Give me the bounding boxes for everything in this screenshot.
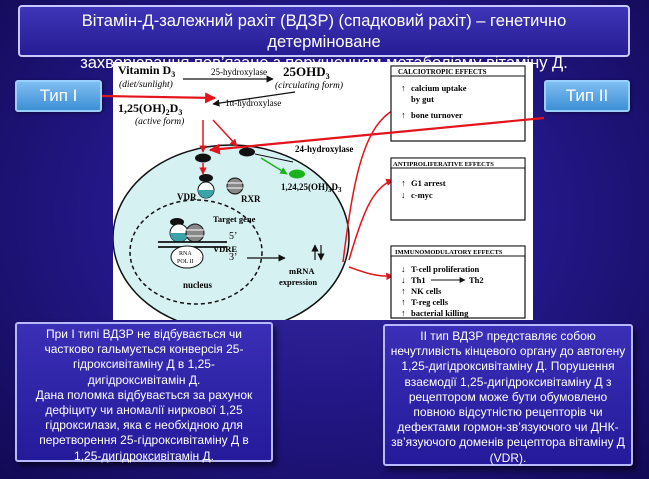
target-gene-label: Target gene: [213, 214, 256, 224]
alpha-hydroxylase-label: 1α-hydroxylase: [225, 98, 281, 108]
note-left-line-2: частково гальмується конверсія 25-: [44, 342, 244, 357]
vitd-source: (diet/sunlight): [119, 79, 173, 90]
type-1-explanation: При I типі ВДЗР не відбувається чи частк…: [15, 322, 273, 463]
ligand-oval-2: [239, 147, 255, 157]
metabolite-sub1: 3: [328, 186, 332, 194]
immuno-item-6: bacterial killing: [411, 308, 469, 318]
svg-text:Vitamin D3: Vitamin D3: [118, 63, 175, 79]
svg-text:1,25(OH)2D3: 1,25(OH)2D3: [118, 101, 182, 117]
note-right-line-4: взаємодії 1,25-дигідроксивітаміну Д з: [404, 374, 612, 389]
svg-text:↑: ↑: [401, 297, 406, 307]
five-prime-label: 5’: [229, 231, 237, 242]
active-sub1: 2: [166, 108, 170, 117]
vitamin-d-diagram: Vitamin D3 (diet/sunlight) 25-hydroxylas…: [112, 62, 533, 332]
rna-pol-ii: [170, 245, 204, 269]
note-left-line-4: дигідроксивітамін Д.: [87, 372, 201, 387]
rxr-receptor: [226, 177, 244, 195]
mrna-label: mRNA: [289, 266, 315, 276]
note-right-line-1: II тип ВДЗР представляє собою: [420, 329, 596, 343]
vitd-sub: 3: [171, 70, 175, 79]
svg-text:↑: ↑: [401, 286, 406, 296]
ohd-form: (circulating form): [275, 80, 343, 91]
vdr-ligand: [199, 174, 213, 182]
immuno-item-4: NK cells: [411, 286, 442, 296]
svg-text:↑: ↑: [401, 83, 406, 93]
anti-item-1: G1 arrest: [411, 178, 446, 188]
svg-text:↓: ↓: [401, 275, 406, 285]
ohd-name: 25OHD: [283, 64, 326, 79]
note-right-line-7: дефектами гормон-зв’язуючого чи ДНК-: [397, 420, 619, 435]
note-right-line-6: повною відсутністю рецепторів чи: [413, 405, 603, 420]
three-prime-label: 3’: [229, 252, 237, 263]
metabolite-name: 1,24,25(OH): [281, 182, 328, 192]
metabolite-d: D: [332, 182, 339, 192]
note-left-line-6: дефіциту чи аномалії ниркової 1,25: [45, 403, 243, 418]
title-line-1: Вітамін-Д-залежний рахіт (ВДЗР) (спадков…: [81, 12, 567, 51]
svg-text:↑: ↑: [401, 110, 406, 120]
immuno-item-3: Th2: [469, 275, 484, 285]
calcio-item-3: bone turnover: [411, 110, 463, 120]
note-right-line-8: зв’язуючого доменів рецептора вітаміну Д: [391, 435, 625, 450]
note-right-line-2: нечутливість кінцевого органу до автоген…: [390, 344, 626, 359]
ligand-oval-1: [195, 153, 211, 163]
svg-text:↓: ↓: [401, 190, 406, 200]
active-form: (active form): [135, 116, 184, 127]
anti-item-2: c-myc: [411, 190, 433, 200]
type-2-button[interactable]: Тип II: [544, 80, 630, 112]
antiproliferative-header: ANTIPROLIFERATIVE EFFECTS: [393, 161, 494, 168]
note-left-line-9: 1,25-дигідроксивітамін Д.: [74, 448, 214, 463]
active-name: 1,25(OH): [118, 101, 166, 115]
immunomodulatory-header: IMMUNOMODULATORY EFFECTS: [395, 249, 503, 256]
vdr-label: VDR: [177, 192, 197, 202]
note-right-line-5: рецептором може бути обумовлено: [408, 389, 608, 404]
svg-text:25OHD3: 25OHD3: [283, 64, 330, 81]
svg-text:↑: ↑: [401, 308, 406, 318]
type-1-button[interactable]: Тип I: [15, 80, 102, 112]
metabolite-oval: [289, 169, 305, 179]
complex-rxr: [185, 223, 205, 243]
hydroxylase-25-label: 25-hydroxylase: [211, 67, 267, 77]
active-sub2: 3: [178, 108, 182, 117]
calcio-item-2: by gut: [411, 94, 434, 104]
svg-text:↑: ↑: [401, 178, 406, 188]
metabolite-sub2: 3: [338, 186, 342, 194]
immuno-item-5: T-reg cells: [411, 297, 449, 307]
note-left-line-5: Дана поломка відбувається за рахунок: [35, 387, 253, 402]
note-left-line-3: гідроксивітаміну Д в 1,25-: [73, 357, 215, 372]
immuno-item-2: Th1: [411, 275, 426, 285]
note-left-line-1: При I типі ВДЗР не відбувається чи: [45, 327, 242, 341]
rxr-label: RXR: [241, 194, 261, 204]
note-right-line-9: (VDR).: [489, 450, 527, 465]
note-right-line-3: 1,25-дигідроксивітаміну Д. Порушення: [401, 359, 615, 374]
rna-pol-label: RNA: [179, 251, 192, 257]
nucleus-label: nucleus: [183, 280, 213, 290]
note-left-line-8: перетворення 25-гідроксивітаміну Д в: [39, 433, 249, 448]
mrna-expression-label: expression: [279, 277, 317, 287]
title-box: Вітамін-Д-залежний рахіт (ВДЗР) (спадков…: [18, 5, 630, 72]
rna-pol2-label: POL II: [177, 259, 194, 265]
ohd-sub: 3: [326, 72, 330, 81]
note-left-line-7: гідроксилази, яка є необхідною для: [45, 418, 243, 433]
vdre-label: VDRE: [213, 244, 237, 254]
vitd-name: Vitamin D: [118, 63, 172, 77]
svg-text:↓: ↓: [401, 264, 406, 274]
type-2-explanation: II тип ВДЗР представляє собою нечутливіс…: [383, 324, 633, 466]
hydroxylase-24-label: 24-hydroxylase: [295, 144, 353, 154]
calciotropic-header: CALCIOTROPIC EFFECTS: [398, 68, 487, 76]
calcio-item-1: calcium uptake: [411, 83, 467, 93]
immuno-item-1: T-cell proliferation: [411, 264, 480, 274]
active-d: D: [170, 101, 179, 115]
svg-text:1,24,25(OH)3D3: 1,24,25(OH)3D3: [281, 182, 342, 194]
